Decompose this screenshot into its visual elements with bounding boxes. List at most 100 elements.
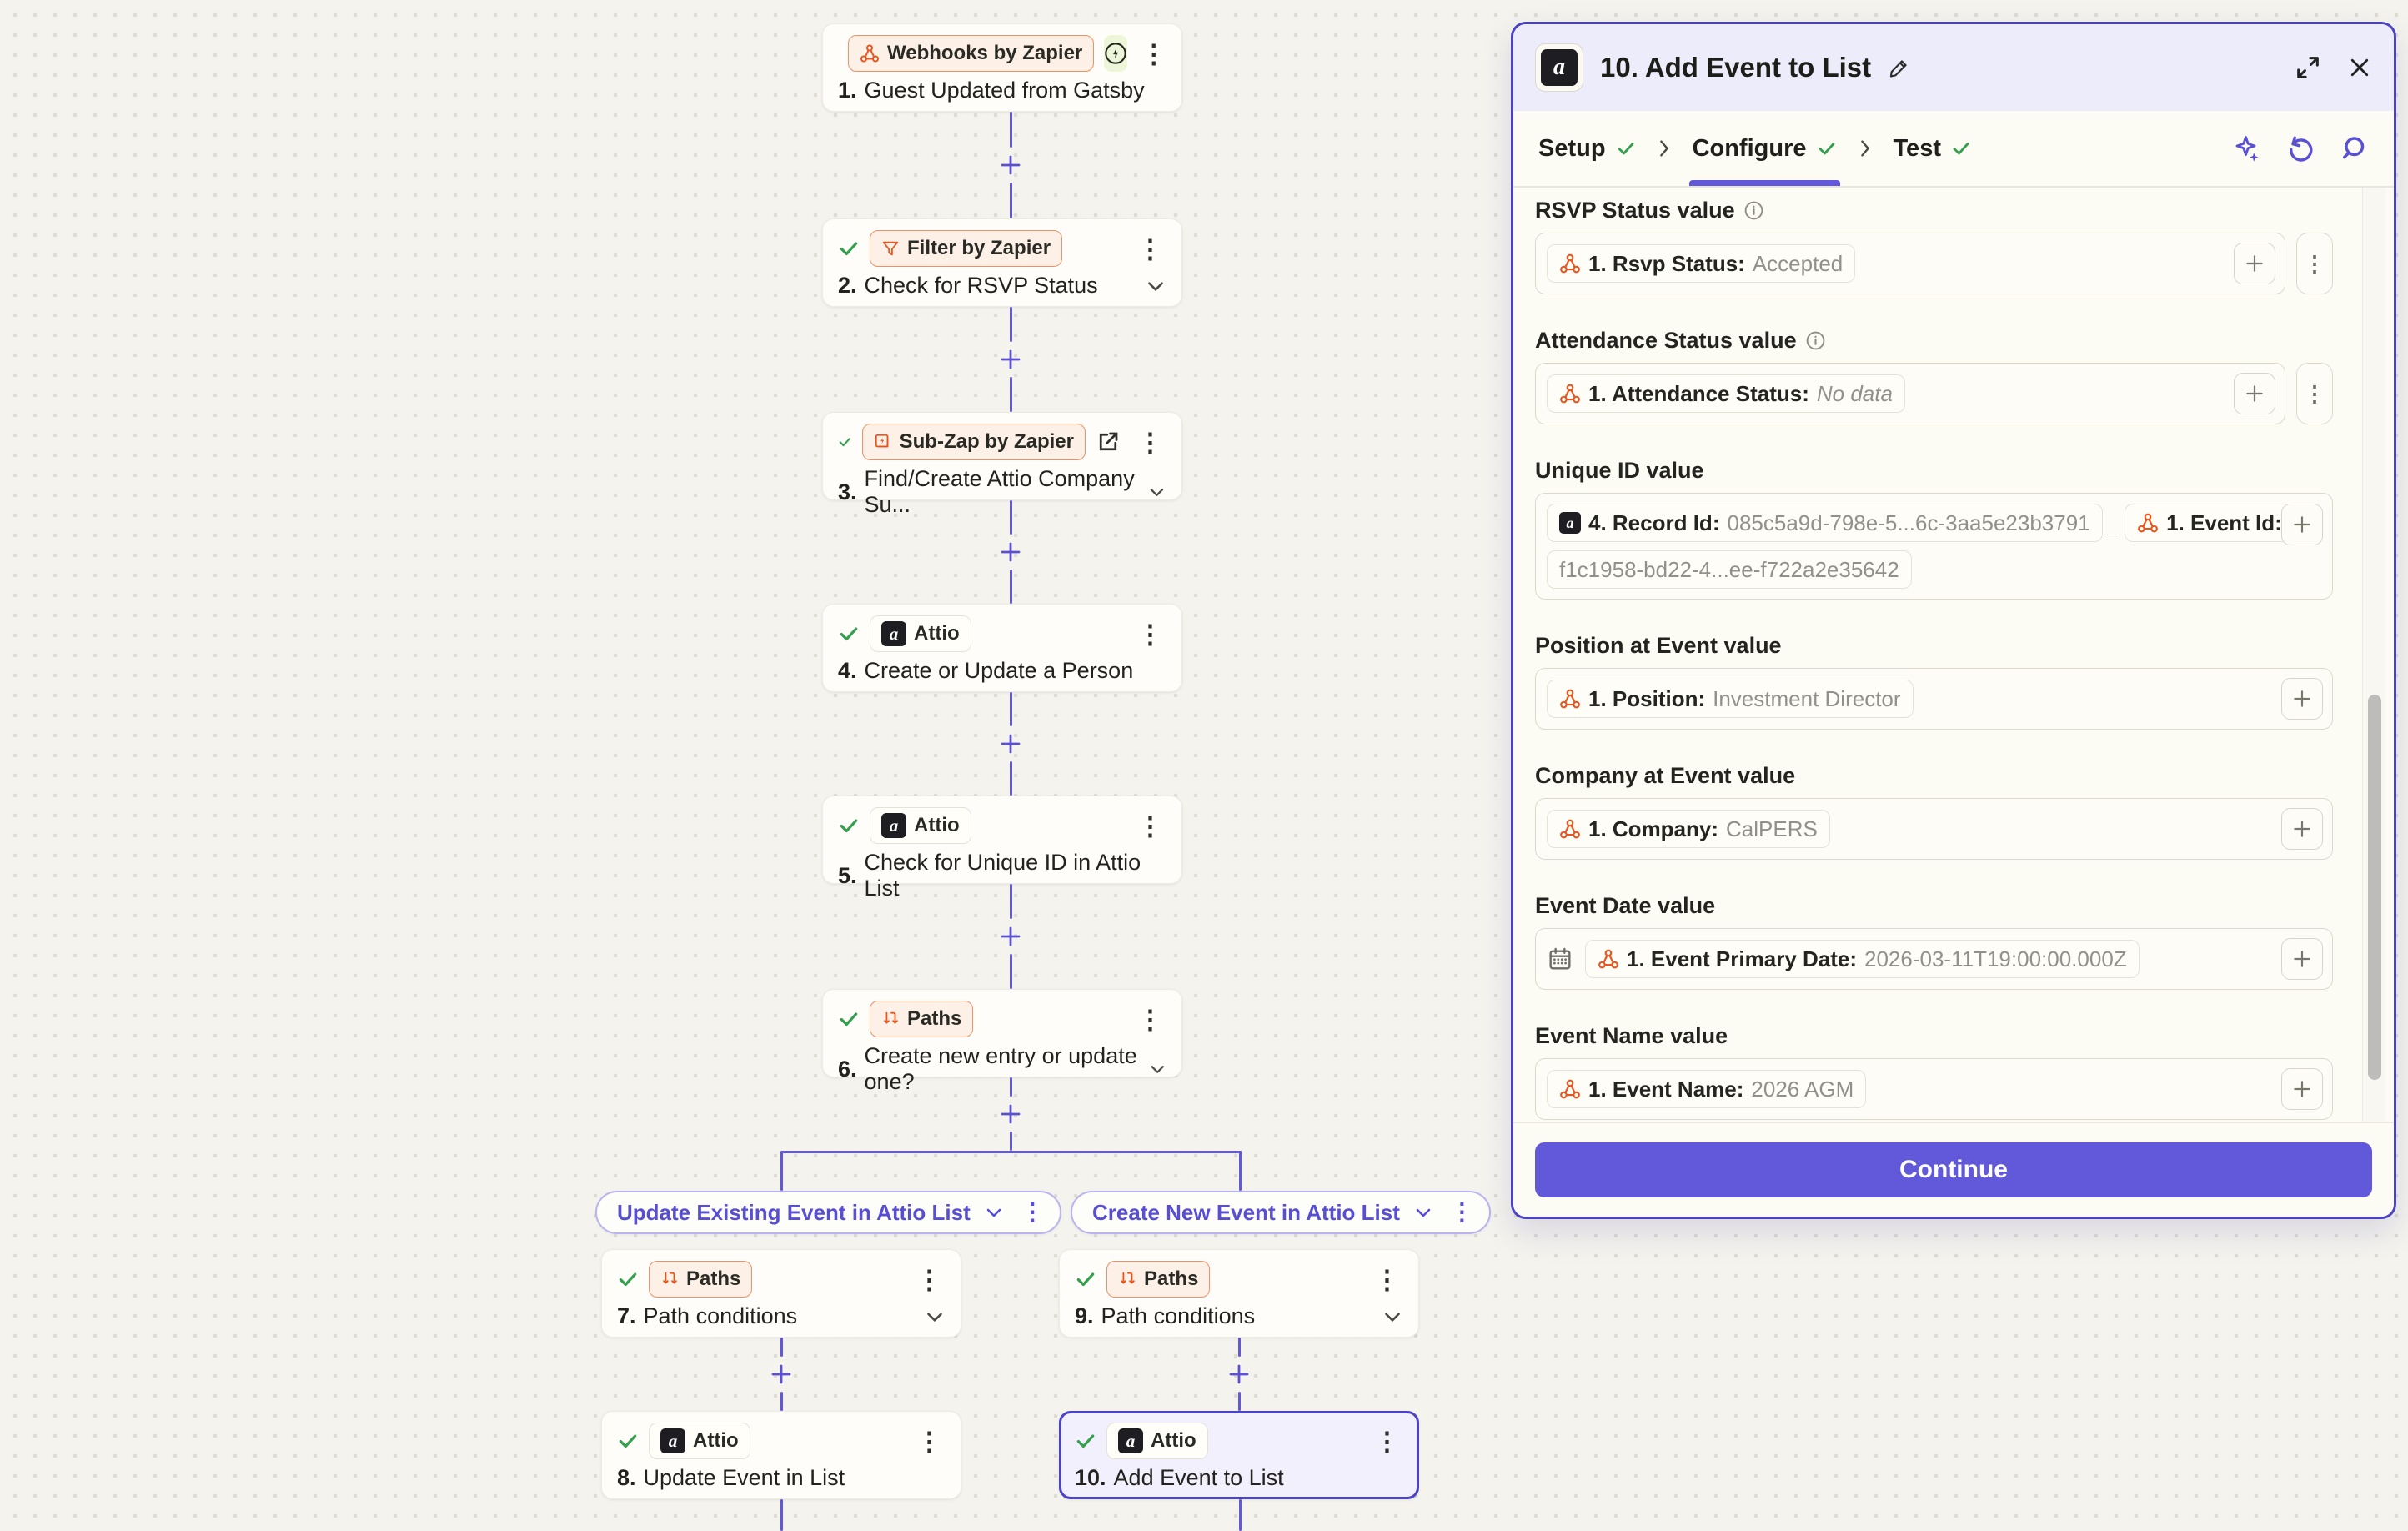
add-step-plus-icon[interactable] bbox=[1000, 1103, 1021, 1125]
ai-copilot-sparkle-icon[interactable] bbox=[2232, 133, 2262, 163]
app-pill-attio: a Attio bbox=[870, 615, 971, 652]
step-menu-button[interactable]: ⋮ bbox=[1137, 427, 1163, 457]
step-menu-button[interactable]: ⋮ bbox=[916, 1426, 942, 1456]
mapped-field-token[interactable]: 1. Attendance Status: No data bbox=[1547, 374, 1905, 413]
insert-data-button[interactable] bbox=[2234, 373, 2275, 414]
mapped-field-token[interactable]: 1. Event Primary Date: 2026-03-11T19:00:… bbox=[1585, 940, 2140, 978]
step-menu-button[interactable]: ⋮ bbox=[1374, 1264, 1400, 1294]
unique-id-input[interactable]: a 4. Record Id: 085c5a9d-798e-5...6c-3aa… bbox=[1535, 493, 2333, 600]
tab-configure[interactable]: Configure bbox=[1688, 111, 1840, 186]
workflow-step-9[interactable]: Paths ⋮ 9. Path conditions bbox=[1059, 1249, 1419, 1338]
panel-scrollbar-track[interactable] bbox=[2362, 188, 2385, 1122]
expand-fullscreen-icon[interactable] bbox=[2294, 53, 2322, 82]
app-pill-label: Paths bbox=[1144, 1267, 1199, 1290]
chevron-down-icon[interactable] bbox=[1145, 275, 1166, 297]
info-icon[interactable] bbox=[1805, 330, 1826, 351]
step-menu-button[interactable]: ⋮ bbox=[1141, 38, 1167, 68]
connector-line bbox=[1009, 1077, 1012, 1097]
connector bbox=[766, 1338, 796, 1411]
app-pill-label: Attio bbox=[693, 1429, 739, 1452]
tab-test[interactable]: Test bbox=[1894, 111, 1971, 186]
insert-data-button[interactable] bbox=[2281, 938, 2323, 980]
workflow-step-6[interactable]: Paths ⋮ 6. Create new entry or update on… bbox=[822, 989, 1182, 1094]
attio-logo-icon: a bbox=[881, 621, 906, 646]
insert-data-button[interactable] bbox=[2281, 678, 2323, 720]
branch-menu-button[interactable]: ⋮ bbox=[1449, 1198, 1474, 1226]
branch-label-create-new[interactable]: Create New Event in Attio List ⋮ bbox=[1071, 1191, 1491, 1234]
add-step-plus-icon[interactable] bbox=[770, 1363, 792, 1385]
position-input[interactable]: 1. Position: Investment Director bbox=[1535, 668, 2333, 730]
mapped-field-token[interactable]: 1. Company: CalPERS bbox=[1547, 810, 1830, 848]
workflow-step-8[interactable]: a Attio ⋮ 8. Update Event in List bbox=[601, 1411, 961, 1499]
edit-pencil-icon[interactable] bbox=[1888, 56, 1911, 79]
add-step-plus-icon[interactable] bbox=[1228, 1363, 1250, 1385]
workflow-step-2[interactable]: Filter by Zapier ⋮ 2. Check for RSVP Sta… bbox=[822, 218, 1182, 307]
close-icon[interactable] bbox=[2347, 55, 2372, 80]
chevron-down-icon[interactable] bbox=[1147, 481, 1166, 503]
workflow-step-5[interactable]: a Attio ⋮ 5. Check for Unique ID in Atti… bbox=[822, 796, 1182, 901]
step-menu-button[interactable]: ⋮ bbox=[1137, 619, 1163, 649]
workflow-step-3[interactable]: Sub-Zap by Zapier ⋮ 3. Find/Create Attio… bbox=[822, 412, 1182, 517]
step-menu-button[interactable]: ⋮ bbox=[1137, 811, 1163, 841]
chevron-down-icon[interactable] bbox=[1413, 1202, 1433, 1222]
info-icon[interactable] bbox=[1743, 200, 1764, 221]
connector-line bbox=[1239, 1499, 1242, 1531]
connector-line bbox=[1009, 761, 1012, 796]
branch-drop-line bbox=[780, 1151, 783, 1191]
step-menu-button[interactable]: ⋮ bbox=[1374, 1426, 1400, 1456]
insert-data-button[interactable] bbox=[2234, 243, 2275, 284]
connector bbox=[996, 692, 1026, 796]
mapped-field-token[interactable]: a 4. Record Id: 085c5a9d-798e-5...6c-3aa… bbox=[1547, 504, 2103, 542]
field-options-button[interactable]: ⋮ bbox=[2296, 233, 2333, 294]
step-menu-button[interactable]: ⋮ bbox=[1137, 233, 1163, 264]
chevron-down-icon[interactable] bbox=[1148, 1058, 1166, 1080]
branch-drop-line bbox=[1239, 1151, 1242, 1191]
workflow-step-7[interactable]: Paths ⋮ 7. Path conditions bbox=[601, 1249, 961, 1338]
chevron-down-icon[interactable] bbox=[1382, 1306, 1403, 1328]
insert-data-button[interactable] bbox=[2281, 1068, 2323, 1110]
rsvp-status-input[interactable]: 1. Rsvp Status: Accepted bbox=[1535, 233, 2285, 294]
add-step-plus-icon[interactable] bbox=[1000, 541, 1021, 563]
connector bbox=[1224, 1338, 1254, 1411]
branch-menu-button[interactable]: ⋮ bbox=[1020, 1198, 1045, 1226]
step-menu-button[interactable]: ⋮ bbox=[916, 1264, 942, 1294]
mapped-field-token[interactable]: 1. Rsvp Status: Accepted bbox=[1547, 244, 1856, 283]
connector-line bbox=[1009, 1132, 1012, 1151]
insert-data-button[interactable] bbox=[2281, 504, 2323, 545]
field-options-button[interactable]: ⋮ bbox=[2296, 363, 2333, 424]
chevron-down-icon[interactable] bbox=[924, 1306, 946, 1328]
connector-line bbox=[1009, 377, 1012, 412]
connector-line bbox=[1009, 500, 1012, 535]
company-input[interactable]: 1. Company: CalPERS bbox=[1535, 798, 2333, 860]
mapped-field-token[interactable]: 1. Position: Investment Director bbox=[1547, 680, 1914, 718]
mapped-field-token-continued[interactable]: f1c1958-bd22-4...ee-f722a2e35642 bbox=[1547, 550, 1912, 589]
workflow-step-10[interactable]: a Attio ⋮ 10. Add Event to List bbox=[1059, 1411, 1419, 1499]
event-name-input[interactable]: 1. Event Name: 2026 AGM bbox=[1535, 1058, 2333, 1120]
step-number: 4. bbox=[838, 658, 857, 683]
step-success-check-icon bbox=[840, 627, 858, 641]
add-step-plus-icon[interactable] bbox=[1000, 154, 1021, 176]
undo-refresh-icon[interactable] bbox=[2285, 133, 2315, 163]
mapped-field-token[interactable]: 1. Event Name: 2026 AGM bbox=[1547, 1070, 1867, 1108]
panel-scrollbar-thumb[interactable] bbox=[2368, 695, 2381, 1080]
add-step-plus-icon[interactable] bbox=[1000, 349, 1021, 370]
webhook-icon bbox=[1598, 949, 1618, 969]
add-step-plus-icon[interactable] bbox=[1000, 926, 1021, 947]
connector bbox=[996, 307, 1026, 412]
tab-setup[interactable]: Setup bbox=[1538, 111, 1636, 186]
workflow-step-4[interactable]: a Attio ⋮ 4. Create or Update a Person bbox=[822, 604, 1182, 692]
continue-button[interactable]: Continue bbox=[1535, 1142, 2372, 1197]
add-step-plus-icon[interactable] bbox=[1000, 733, 1021, 755]
attendance-status-input[interactable]: 1. Attendance Status: No data bbox=[1535, 363, 2285, 424]
calendar-icon[interactable] bbox=[1547, 946, 1573, 972]
open-sub-zap-icon[interactable] bbox=[1096, 429, 1121, 454]
workflow-step-1[interactable]: Webhooks by Zapier ⋮ 1. Guest Updated fr… bbox=[822, 23, 1182, 112]
search-icon[interactable] bbox=[2339, 133, 2369, 163]
step-menu-button[interactable]: ⋮ bbox=[1137, 1004, 1163, 1034]
event-date-input[interactable]: 1. Event Primary Date: 2026-03-11T19:00:… bbox=[1535, 928, 2333, 990]
chevron-down-icon[interactable] bbox=[984, 1202, 1004, 1222]
step-title: Update Event in List bbox=[643, 1465, 845, 1490]
insert-data-button[interactable] bbox=[2281, 808, 2323, 850]
branch-label-update-existing[interactable]: Update Existing Event in Attio List ⋮ bbox=[595, 1191, 1061, 1234]
connector-line bbox=[1237, 1338, 1241, 1357]
